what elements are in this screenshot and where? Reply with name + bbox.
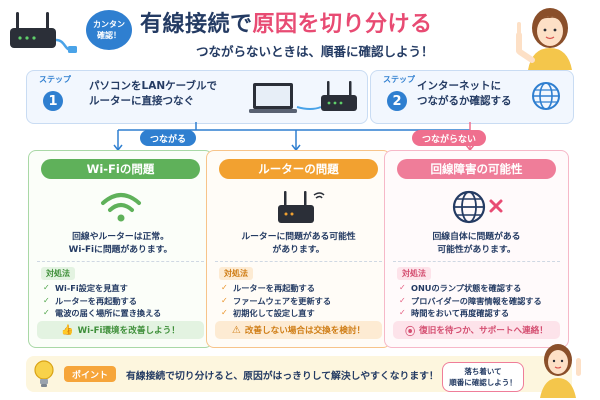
list-item-text: ファームウェアを更新する bbox=[233, 295, 332, 306]
list-item-text: ルーターを再起動する bbox=[233, 283, 315, 293]
check-icon: ✓ bbox=[221, 308, 228, 317]
list-item: ✓ ルーターを再起動する bbox=[43, 295, 206, 308]
list-item-text: プロバイダーの障害情報を確認する bbox=[411, 295, 542, 306]
check-icon: ✓ bbox=[221, 283, 228, 292]
step-2-tag: ステップ bbox=[383, 75, 415, 84]
router-footer-text: 改善しない場合は交換を検討！ bbox=[244, 326, 366, 336]
step-1-number: 1 bbox=[43, 91, 63, 111]
list-item-text: Wi-Fi設定を見直す bbox=[55, 283, 128, 293]
warning-icon: ⚠ bbox=[231, 324, 241, 336]
check-icon: ✓ bbox=[399, 283, 406, 292]
step-2-number: 2 bbox=[387, 91, 407, 111]
wifi-desc-line-2: Wi-Fiに問題があります。 bbox=[68, 245, 173, 255]
list-item-text: 電波の届く場所に置き換える bbox=[55, 308, 162, 318]
router-hero-icon bbox=[10, 12, 77, 53]
woman-waving-illustration bbox=[540, 344, 581, 398]
list-item: ✓ プロバイダーの障害情報を確認する bbox=[399, 295, 562, 308]
location-pin-icon: ⦿ bbox=[405, 326, 416, 338]
check-icon: ✓ bbox=[43, 308, 50, 317]
line-action-label: 対処法 bbox=[397, 267, 431, 280]
flow-connector-lines bbox=[113, 122, 475, 152]
step-2-text: インターネットに つながるか確認する bbox=[417, 79, 512, 109]
line-desc-line-1: 回線自体に問題がある bbox=[432, 232, 521, 242]
laptop-router-icon bbox=[249, 81, 357, 113]
list-item: ✓ ルーターを再起動する bbox=[221, 282, 384, 295]
check-icon: ✓ bbox=[43, 283, 50, 292]
line-footer-banner: ⦿復旧を待つか、サポートへ連絡！ bbox=[393, 321, 560, 339]
branch-connected-label: つながる bbox=[140, 130, 197, 146]
step-1-tag: ステップ bbox=[39, 75, 71, 84]
divider bbox=[37, 261, 204, 262]
globe-error-icon-wrap bbox=[385, 185, 568, 229]
title-part-2: 原因を切り分ける bbox=[252, 12, 433, 37]
router-action-label: 対処法 bbox=[219, 267, 253, 280]
wifi-desc-line-1: 回線やルーターは正常。 bbox=[72, 232, 169, 242]
wifi-action-label: 対処法 bbox=[41, 267, 75, 280]
step-1-line-2: ルーターに直接つなぐ bbox=[89, 95, 194, 107]
router-footer-banner: ⚠改善しない場合は交換を検討！ bbox=[215, 321, 382, 339]
router-desc-line-2: があります。 bbox=[272, 245, 325, 255]
router-problem-title: ルーターの問題 bbox=[219, 159, 378, 179]
router-problem-card: ルーターの問題 ルーターに問題がある可能性 があります。 対処法 ✓ ルーターを再… bbox=[206, 150, 391, 348]
title-part-1: 有線接続で bbox=[140, 12, 253, 37]
line-failure-desc: 回線自体に問題がある 可能性があります。 bbox=[391, 231, 562, 257]
check-icon: ✓ bbox=[43, 295, 50, 305]
step-1-text: パソコンをLANケーブルで ルーターに直接つなぐ bbox=[89, 79, 217, 109]
router-icon bbox=[277, 191, 325, 223]
line-desc-line-2: 可能性があります。 bbox=[437, 245, 516, 255]
point-badge: ポイント bbox=[64, 366, 117, 382]
branch-not-connected-label: つながらない bbox=[412, 130, 487, 146]
line-failure-card: 回線障害の可能性 回線自体に問題がある 可能性があります。 対処法 ✓ ONUのラ… bbox=[384, 150, 569, 348]
list-item-text: 時間をおいて再度確認する bbox=[411, 308, 510, 318]
check-icon: ✓ bbox=[221, 295, 228, 305]
wifi-action-list: ✓ Wi-Fi設定を見直す ✓ ルーターを再起動する ✓ 電波の届く場所に置き換える bbox=[43, 282, 206, 320]
router-icon-wrap bbox=[207, 185, 390, 229]
page-title: 有線接続で原因を切り分ける bbox=[140, 6, 433, 38]
line-failure-title: 回線障害の可能性 bbox=[397, 159, 556, 179]
wifi-footer-banner: 👍Wi-Fi環境を改善しよう！ bbox=[37, 321, 204, 339]
list-item: ✓ Wi-Fi設定を見直す bbox=[43, 282, 206, 295]
list-item: ✓ 初期化して設定し直す bbox=[221, 307, 384, 320]
wifi-icon bbox=[100, 193, 141, 222]
router-desc-line-1: ルーターに問題がある可能性 bbox=[241, 232, 356, 242]
router-action-list: ✓ ルーターを再起動する ✓ ファームウェアを更新する ✓ 初期化して設定し直す bbox=[221, 282, 384, 320]
globe-icon bbox=[532, 82, 560, 110]
divider bbox=[215, 261, 382, 262]
wifi-footer-text: Wi-Fi環境を改善しよう！ bbox=[77, 326, 180, 336]
line-action-list: ✓ ONUのランプ状態を確認する ✓ プロバイダーの障害情報を確認する ✓ 時間をおい… bbox=[399, 282, 562, 320]
wifi-icon-wrap bbox=[29, 185, 212, 229]
list-item: ✓ ファームウェアを更新する bbox=[221, 295, 384, 308]
list-item-text: 初期化して設定し直す bbox=[233, 308, 315, 318]
check-icon: ✓ bbox=[399, 295, 406, 305]
step-2-line-2: つながるか確認する bbox=[417, 95, 512, 107]
thumbs-up-icon: 👍 bbox=[61, 324, 74, 336]
line-footer-text: 復旧を待つか、サポートへ連絡！ bbox=[419, 326, 548, 336]
check-icon: ✓ bbox=[399, 308, 406, 317]
step-2-box: ステップ 2 インターネットに つながるか確認する bbox=[370, 70, 574, 124]
lightbulb-icon bbox=[34, 360, 54, 387]
step-2-line-1: インターネットに bbox=[417, 80, 501, 92]
list-item-text: ルーターを再起動する bbox=[55, 295, 137, 306]
list-item: ✓ ONUのランプ状態を確認する bbox=[399, 282, 562, 295]
page-subtitle: つながらないときは、順番に確認しよう！ bbox=[196, 44, 434, 59]
list-item: ✓ 時間をおいて再度確認する bbox=[399, 307, 562, 320]
wifi-problem-desc: 回線やルーターは正常。 Wi-Fiに問題があります。 bbox=[35, 231, 206, 257]
list-item: ✓ 電波の届く場所に置き換える bbox=[43, 307, 206, 320]
step-1-box: ステップ 1 パソコンをLANケーブルで ルーターに直接つなぐ bbox=[26, 70, 368, 124]
step-1-line-1: パソコンをLANケーブルで bbox=[89, 80, 217, 92]
tip-text: 有線接続で切り分けると、原因がはっきりして解決しやすくなります！ bbox=[126, 371, 439, 382]
easy-check-badge: カンタン 確認！ bbox=[86, 10, 132, 50]
globe-error-icon bbox=[452, 190, 502, 224]
list-item-text: ONUのランプ状態を確認する bbox=[411, 283, 522, 293]
wifi-problem-title: Wi-Fiの問題 bbox=[41, 159, 200, 179]
divider bbox=[393, 261, 560, 262]
woman-pointing-illustration bbox=[516, 8, 572, 70]
router-problem-desc: ルーターに問題がある可能性 があります。 bbox=[213, 231, 384, 257]
speech-bubble: 落ち着いて 順番に確認しよう！ bbox=[442, 362, 524, 392]
wifi-problem-card: Wi-Fiの問題 回線やルーターは正常。 Wi-Fiに問題があります。 対処法 … bbox=[28, 150, 213, 348]
